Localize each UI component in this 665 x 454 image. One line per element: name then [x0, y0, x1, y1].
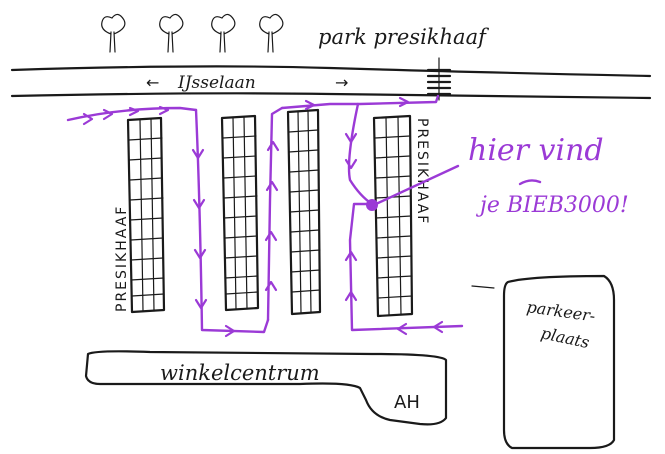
building-block-3: [286, 108, 322, 316]
trees: [101, 13, 284, 53]
road-top-line: [10, 65, 652, 78]
park-label: park presikhaaf: [318, 25, 489, 49]
crosswalk-icon: [426, 57, 452, 101]
tree-icon: [211, 13, 236, 53]
presikhaaf-label-left: PRESIKHAAF: [114, 205, 130, 312]
street-label: IJsselaan: [177, 73, 256, 93]
road-bottom-line: [10, 92, 652, 100]
parking-label-line-2: plaats: [539, 323, 591, 352]
walking-route: [66, 94, 464, 334]
callout-line-2: je BIEB3000!: [475, 193, 629, 218]
tree-icon: [101, 13, 126, 53]
parking-label-line-1: parkeer-: [525, 297, 596, 325]
mall-label: winkelcentrum: [160, 361, 320, 385]
presikhaaf-label-right: PRESIKHAAF: [414, 118, 430, 225]
supermarket-label: AH: [394, 392, 420, 413]
building-block-2: [220, 114, 260, 312]
building-block-4: [372, 114, 414, 318]
mall-outline: [84, 350, 448, 426]
tree-icon: [259, 13, 284, 53]
callout-underline-mark: [518, 179, 542, 186]
parking-side-stroke: [471, 285, 495, 289]
callout-pointer: [374, 164, 460, 206]
street-arrow-left: ←: [146, 73, 159, 92]
building-block-1: [126, 116, 166, 314]
callout-line-1: hier vind: [468, 133, 604, 168]
route-arrows: [82, 96, 444, 338]
tree-icon: [159, 13, 184, 53]
parking-outline: [502, 274, 616, 450]
street-arrow-right: →: [335, 73, 348, 92]
location-dot-icon: [366, 199, 378, 211]
